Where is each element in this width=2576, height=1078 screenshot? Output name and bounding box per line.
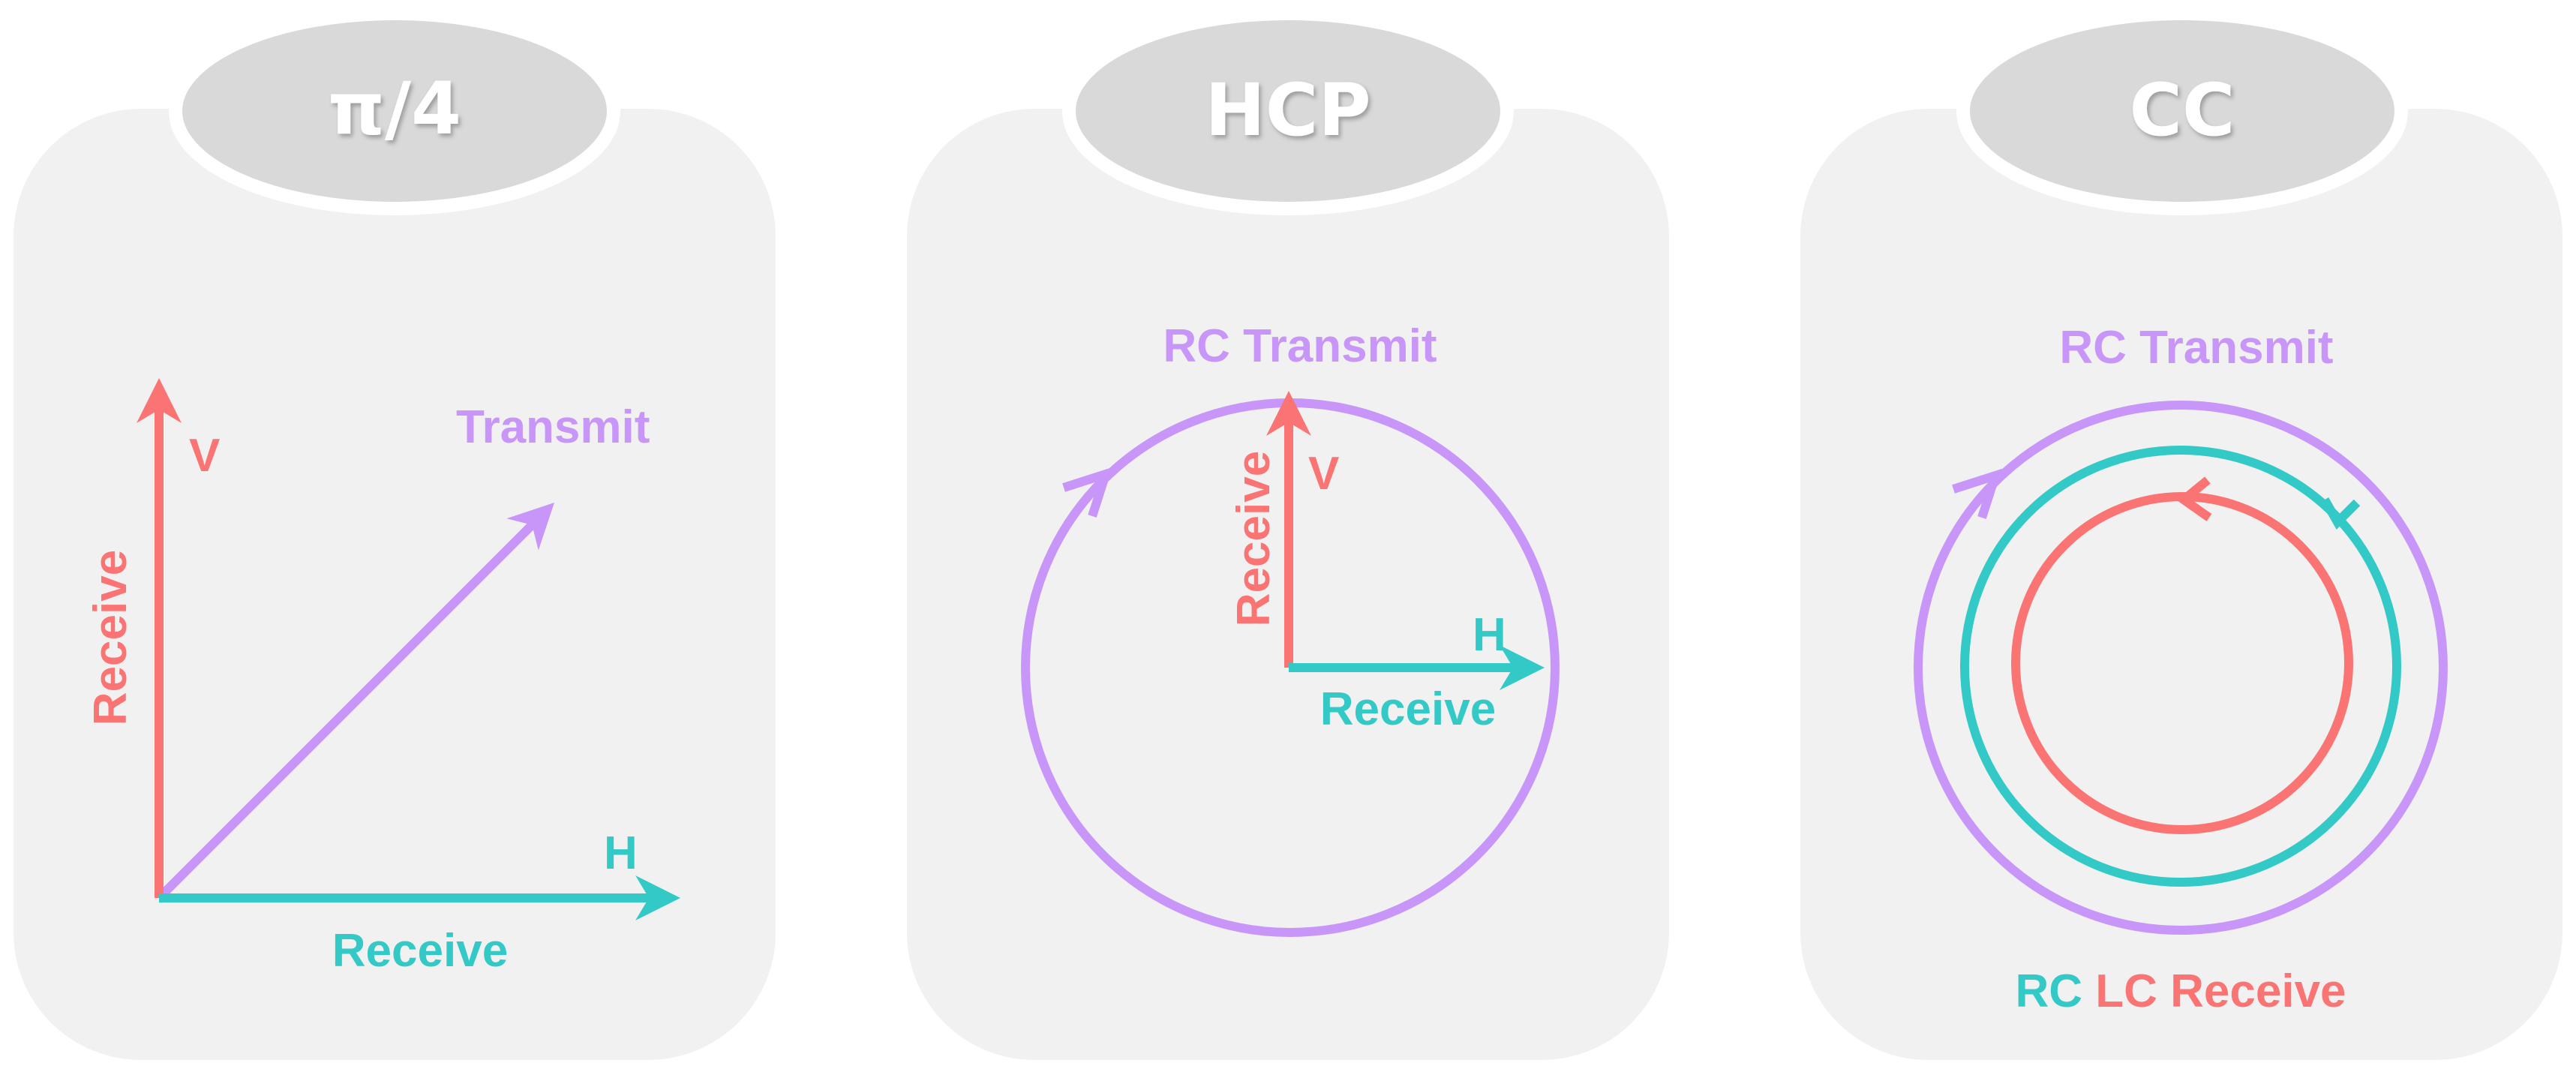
- title-tab: [1956, 7, 2408, 215]
- receive-horizontal-label: Receive: [332, 925, 508, 977]
- panel-title: CC: [2130, 68, 2235, 152]
- transmit-label: Transmit: [456, 401, 650, 453]
- rc-receive-circle: [1960, 446, 2401, 887]
- lc-receive-direction-marker: [2176, 476, 2212, 521]
- h-label: H: [1473, 609, 1506, 661]
- panel-title: HCP: [1205, 68, 1371, 152]
- panel-pi-over-4: π/4 Transmit V H Receive Receive: [14, 7, 776, 1060]
- receive-horizontal-label: Receive: [1320, 683, 1496, 735]
- transmit-direction-marker: [1952, 468, 2003, 519]
- receive-legend: RC LC Receive: [2015, 965, 2346, 1017]
- receive-vertical-label: Receive: [1228, 451, 1280, 626]
- rc-receive-label: RC: [2015, 965, 2082, 1017]
- v-label: V: [1308, 448, 1339, 500]
- rc-transmit-label: RC Transmit: [2059, 322, 2333, 374]
- panel-title: π/4: [328, 67, 461, 151]
- rc-transmit-label: RC Transmit: [1163, 320, 1437, 372]
- lc-receive-label: LC: [2095, 965, 2157, 1017]
- panel-cc: CC RC Transmit RC LC Receive: [1800, 7, 2562, 1060]
- h-label: H: [604, 827, 638, 879]
- receive-word-label: Receive: [2170, 965, 2346, 1017]
- transmit-circle: [1914, 401, 2448, 935]
- title-tab: [169, 7, 620, 215]
- transmit-arrow: [155, 503, 554, 902]
- receive-vertical-label: Receive: [85, 550, 137, 725]
- rc-receive-direction-marker: [2320, 497, 2361, 530]
- panel-background: [14, 109, 776, 1060]
- v-label: V: [189, 430, 220, 482]
- panel-background: [1800, 109, 2562, 1060]
- panel-hcp: HCP RC Transmit V H Receive Receive: [907, 7, 1669, 1060]
- transmit-direction-marker: [1062, 467, 1113, 518]
- title-tab: [1062, 7, 1514, 215]
